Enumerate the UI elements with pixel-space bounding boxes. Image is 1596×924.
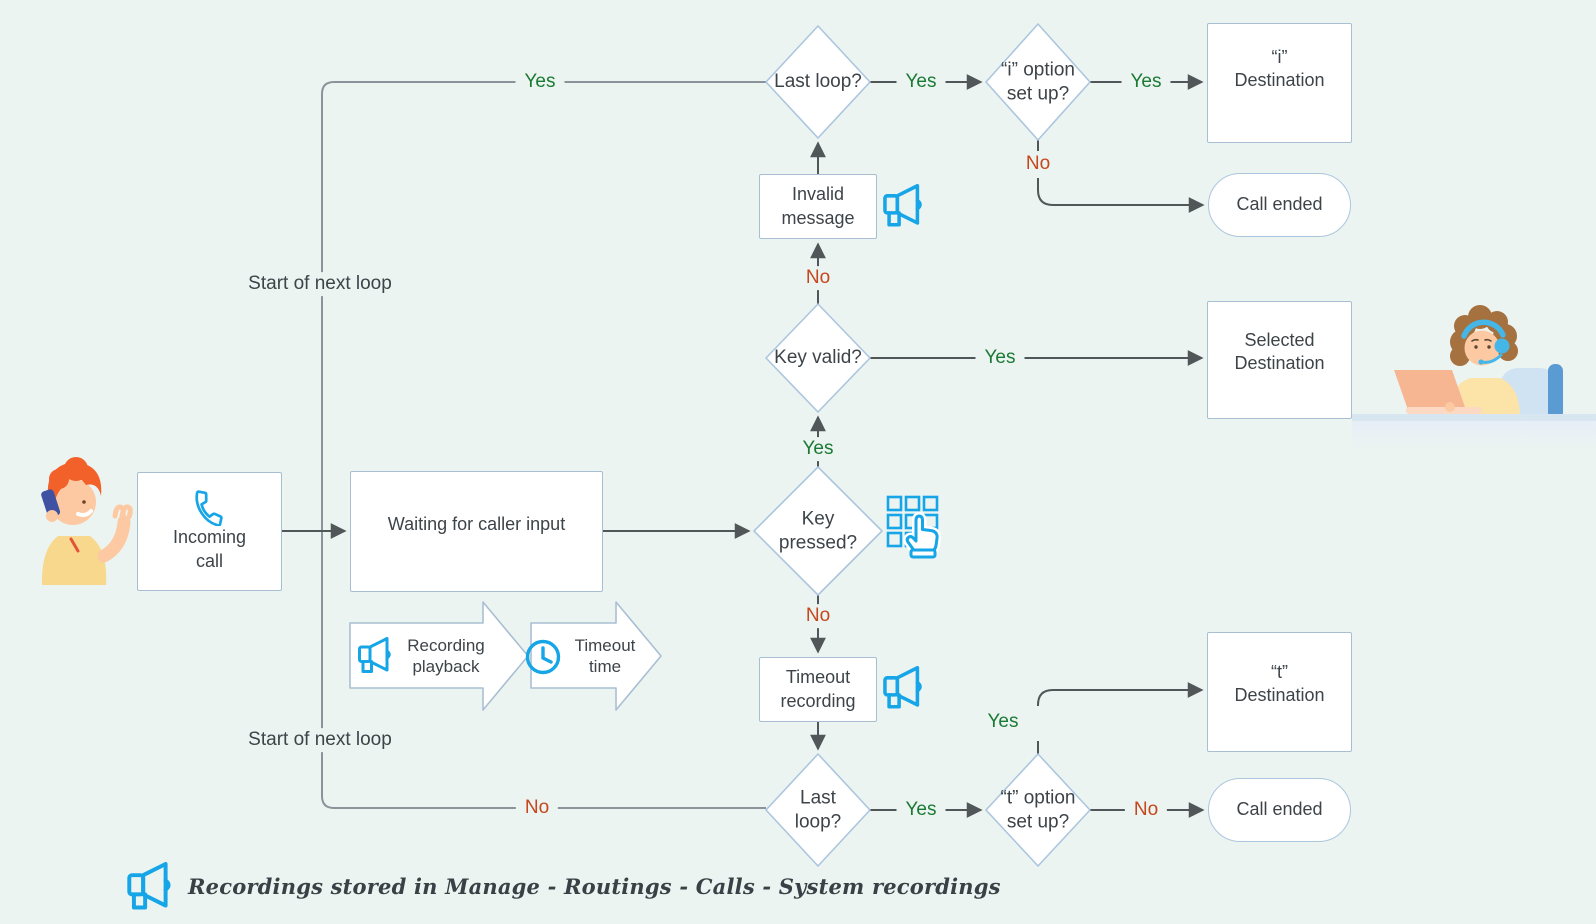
selected-destination-node: Selected Destination xyxy=(1207,301,1352,419)
i-destination-node: “i” Destination xyxy=(1207,23,1352,143)
timeout-recording-node: Timeout recording xyxy=(759,657,877,722)
call-ended-top-node: Call ended xyxy=(1208,173,1351,237)
hand-cursor-icon xyxy=(903,512,942,559)
i-option-label: “i” option set up? xyxy=(1001,59,1075,104)
megaphone-icon xyxy=(883,184,922,227)
timeout-recording-label: Timeout recording xyxy=(780,667,856,711)
last-loop-top-label: Last loop? xyxy=(774,71,862,93)
edge-label-yes: Yes xyxy=(896,70,946,94)
key-valid-diamond xyxy=(765,303,871,413)
step-arrows xyxy=(349,601,662,711)
invalid-message-label: Invalid message xyxy=(781,184,855,228)
call-ended-label: Call ended xyxy=(1236,194,1323,215)
call-ended-bottom-node: Call ended xyxy=(1208,778,1351,842)
waiting-node: Waiting for caller input xyxy=(350,471,603,592)
edge-label-yes: Yes xyxy=(793,437,843,461)
edge-label-no: No xyxy=(796,604,840,628)
recording-playback-arrow xyxy=(349,601,529,711)
start-of-next-loop-label: Start of next loop xyxy=(239,728,401,752)
incoming-call-node: Incoming call xyxy=(137,472,282,591)
edge-label-no: No xyxy=(515,796,559,820)
edge-label-no: No xyxy=(1124,798,1168,822)
edge-label-yes: Yes xyxy=(987,711,1019,733)
phone-icon xyxy=(194,490,223,527)
key-valid-label: Key valid? xyxy=(774,347,862,369)
edge-label-no: No xyxy=(796,266,840,290)
edge-label-yes: Yes xyxy=(975,346,1025,370)
caller-illustration xyxy=(41,457,133,585)
start-of-next-loop-label: Start of next loop xyxy=(239,272,401,296)
decision-diamonds xyxy=(753,23,1091,867)
edge-label-yes: Yes xyxy=(515,70,565,94)
invalid-message-node: Invalid message xyxy=(759,174,877,239)
i-destination-label: “i” Destination xyxy=(1234,46,1325,90)
waiting-label: Waiting for caller input xyxy=(387,513,566,534)
megaphone-icon xyxy=(883,666,922,709)
keypad-icon xyxy=(886,495,942,559)
recordings-note: Recordings stored in Manage - Routings -… xyxy=(188,874,1001,899)
megaphone-icon xyxy=(127,861,171,910)
edge-label-yes: Yes xyxy=(1121,70,1171,94)
timeout-time-label: Timeout time xyxy=(574,635,636,676)
clock-icon xyxy=(525,639,561,675)
timeout-time-arrow xyxy=(530,601,662,711)
selected-destination-label: Selected Destination xyxy=(1234,329,1325,373)
edge-label-yes: Yes xyxy=(896,798,946,822)
last-loop-bottom-label: Last loop? xyxy=(794,787,842,832)
last-loop-bottom-diamond xyxy=(765,753,871,867)
flow-arrows xyxy=(282,74,1205,818)
edge-label-no: No xyxy=(1016,152,1060,176)
agent-illustration xyxy=(1352,305,1596,451)
call-ended-label: Call ended xyxy=(1236,799,1323,820)
i-option-diamond xyxy=(985,23,1091,141)
incoming-call-label: Incoming call xyxy=(172,527,247,571)
loop-line xyxy=(321,81,766,809)
recording-playback-label: Recording playback xyxy=(407,635,485,676)
t-destination-label: “t” Destination xyxy=(1234,661,1325,705)
t-destination-node: “t” Destination xyxy=(1207,632,1352,752)
t-option-diamond xyxy=(985,753,1091,867)
key-pressed-diamond xyxy=(753,466,883,596)
key-pressed-label: Key pressed? xyxy=(778,508,858,553)
last-loop-top-diamond xyxy=(765,25,871,139)
t-option-label: “t” option set up? xyxy=(1000,787,1076,832)
